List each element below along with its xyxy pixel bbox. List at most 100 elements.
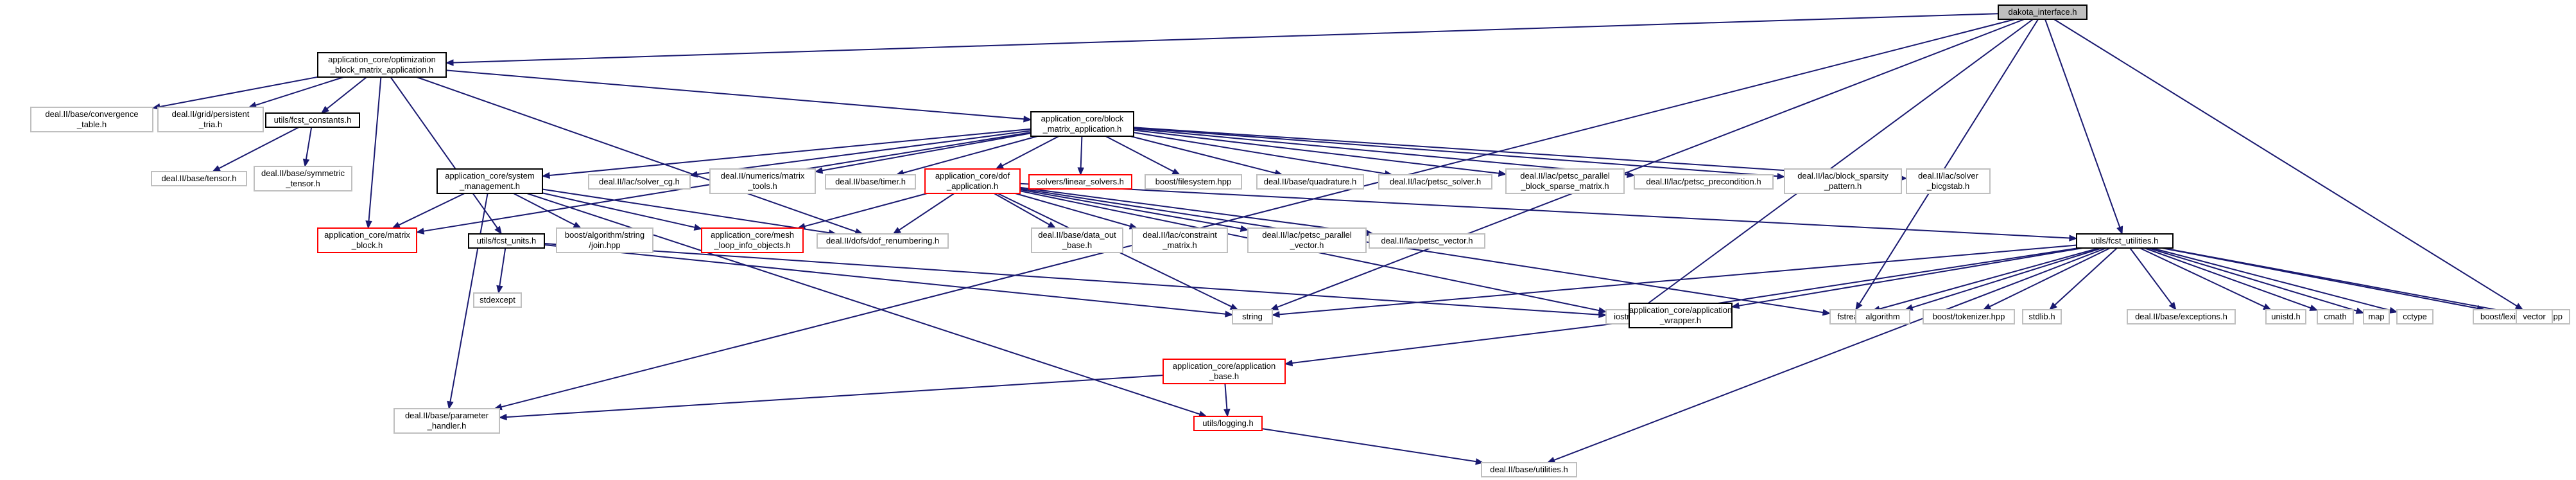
arrowhead-icon [1023, 116, 1032, 123]
node-string[interactable]: string [1232, 309, 1273, 324]
arrowhead-icon [814, 167, 824, 174]
dependency-edge [2044, 19, 2121, 227]
node-bstrjoin[interactable]: boost/algorithm/string/join.hpp [556, 227, 653, 253]
node-box [1132, 227, 1228, 253]
node-symt[interactable]: deal.II/base/symmetric_tensor.h [254, 166, 352, 191]
node-constraint[interactable]: deal.II/lac/constraint_matrix.h [1132, 227, 1228, 253]
node-algorithm[interactable]: algorithm [1855, 309, 1910, 324]
node-box [1163, 359, 1286, 384]
node-unistd[interactable]: unistd.h [2265, 309, 2306, 324]
node-cmath[interactable]: cmath [2317, 309, 2354, 324]
node-label: utils/fcst_units.h [477, 236, 537, 245]
node-label: map [2368, 312, 2384, 321]
node-fcstunits[interactable]: utils/fcst_units.h [468, 233, 545, 249]
node-box [588, 174, 691, 190]
node-linsolv[interactable]: solvers/linear_solvers.h [1028, 174, 1132, 190]
node-map[interactable]: map [2363, 309, 2390, 324]
dependency-edge [542, 192, 695, 228]
dependency-edge [542, 188, 829, 234]
node-label: application_core/application [1173, 361, 1275, 371]
node-label: deal.II/base/symmetric [261, 168, 345, 178]
node-vector[interactable]: vector [2516, 309, 2553, 324]
arrowhead-icon [1498, 170, 1507, 177]
node-box [473, 292, 522, 308]
node-bicg[interactable]: deal.II/lac/solver_bicgstab.h [1906, 168, 1991, 194]
dependency-edge [1015, 193, 1130, 227]
arrowhead-icon [1598, 311, 1607, 319]
node-petscsolver[interactable]: deal.II/lac/petsc_solver.h [1378, 174, 1492, 190]
dependency-edge [501, 19, 2016, 408]
node-mtools[interactable]: deal.II/numerics/matrix_tools.h [709, 168, 816, 194]
node-fcstc[interactable]: utils/fcst_constants.h [265, 112, 360, 128]
node-bfs[interactable]: boost/filesystem.hpp [1145, 174, 1242, 190]
dependency-edge [1261, 428, 1476, 463]
node-box [2022, 309, 2062, 324]
dependency-edge [544, 243, 1600, 316]
node-box [1923, 309, 2015, 324]
node-box [317, 227, 417, 253]
node-conv[interactable]: deal.II/base/convergence_table.h [30, 107, 153, 132]
node-label: _block_sparse_matrix.h [1520, 181, 1609, 191]
node-stdlib[interactable]: stdlib.h [2022, 309, 2062, 324]
node-box [2127, 309, 2236, 324]
node-label: deal.II/lac/petsc_vector.h [1381, 236, 1473, 245]
node-tensor[interactable]: deal.II/base/tensor.h [151, 171, 247, 186]
node-dataout[interactable]: deal.II/base/data_out_base.h [1031, 227, 1123, 253]
node-dofapp[interactable]: application_core/dof_application.h [924, 168, 1021, 194]
node-box [1634, 174, 1774, 190]
node-timer[interactable]: deal.II/base/timer.h [825, 174, 916, 190]
arrowhead-icon [689, 170, 698, 178]
node-appbase[interactable]: application_core/application_base.h [1163, 359, 1286, 384]
node-box [1369, 233, 1485, 249]
node-bsp[interactable]: deal.II/lac/block_sparsity_pattern.h [1784, 168, 1902, 194]
node-label: deal.II/lac/block_sparsity [1797, 171, 1889, 181]
node-stdexcept[interactable]: stdexcept [473, 292, 522, 308]
node-meshloop[interactable]: application_core/mesh_loop_info_objects.… [701, 227, 804, 253]
node-label: application_core/application [1629, 305, 1732, 315]
arrowhead-icon [892, 227, 902, 235]
arrowhead-icon [496, 285, 503, 294]
node-sysm[interactable]: application_core/system_management.h [437, 168, 543, 194]
node-quad[interactable]: deal.II/base/quadrature.h [1256, 174, 1364, 190]
arrowhead-icon [302, 158, 310, 168]
arrowhead-icon [1225, 310, 1234, 317]
node-label: _tria.h [198, 120, 222, 129]
node-matblock[interactable]: application_core/matrix_block.h [317, 227, 417, 253]
node-cctype[interactable]: cctype [2396, 309, 2433, 324]
node-btok[interactable]: boost/tokenizer.hpp [1923, 309, 2015, 324]
dependency-edge [903, 136, 1038, 174]
arrowhead-icon [1598, 307, 1607, 314]
node-petscvec[interactable]: deal.II/lac/petsc_vector.h [1369, 233, 1485, 249]
node-label: deal.II/base/exceptions.h [2135, 312, 2227, 321]
node-opt[interactable]: application_core/optimization_block_matr… [317, 52, 447, 78]
node-box [1629, 303, 1733, 328]
arrowhead-icon [365, 220, 372, 229]
arrowhead-icon [1777, 173, 1786, 180]
node-solvercg[interactable]: deal.II/lac/solver_cg.h [588, 174, 691, 190]
arrowhead-icon [447, 400, 454, 410]
node-box [1784, 168, 1902, 194]
node-label: deal.II/lac/constraint [1143, 230, 1217, 240]
node-utilities[interactable]: deal.II/base/utilities.h [1481, 462, 1577, 477]
node-fcstutil[interactable]: utils/fcst_utilities.h [2076, 233, 2174, 249]
node-label: stdexcept [480, 295, 515, 305]
node-appwrap[interactable]: application_core/application_wrapper.h [1629, 303, 1733, 328]
node-gridp[interactable]: deal.II/grid/persistent_tria.h [157, 107, 264, 132]
node-petscpv[interactable]: deal.II/lac/petsc_parallel_vector.h [1247, 227, 1367, 253]
node-dofrenum[interactable]: deal.II/dofs/dof_renumbering.h [817, 233, 949, 249]
node-box [1998, 4, 2088, 20]
node-param[interactable]: deal.II/base/parameter_handler.h [393, 408, 500, 434]
arrowhead-icon [498, 413, 507, 421]
node-label: _management.h [459, 181, 520, 191]
node-root[interactable]: dakota_interface.h [1998, 4, 2088, 20]
node-box [2265, 309, 2306, 324]
node-petscbsm[interactable]: deal.II/lac/petsc_parallel_block_sparse_… [1505, 168, 1625, 194]
dependency-edge [390, 76, 498, 229]
node-label: _loop_info_objects.h [713, 240, 790, 250]
node-label: boost/filesystem.hpp [1155, 177, 1232, 186]
node-blockapp[interactable]: application_core/block_matrix_applicatio… [1030, 111, 1134, 137]
node-petscprec[interactable]: deal.II/lac/petsc_precondition.h [1634, 174, 1774, 190]
node-exceptions[interactable]: deal.II/base/exceptions.h [2127, 309, 2236, 324]
node-logging[interactable]: utils/logging.h [1193, 416, 1263, 431]
